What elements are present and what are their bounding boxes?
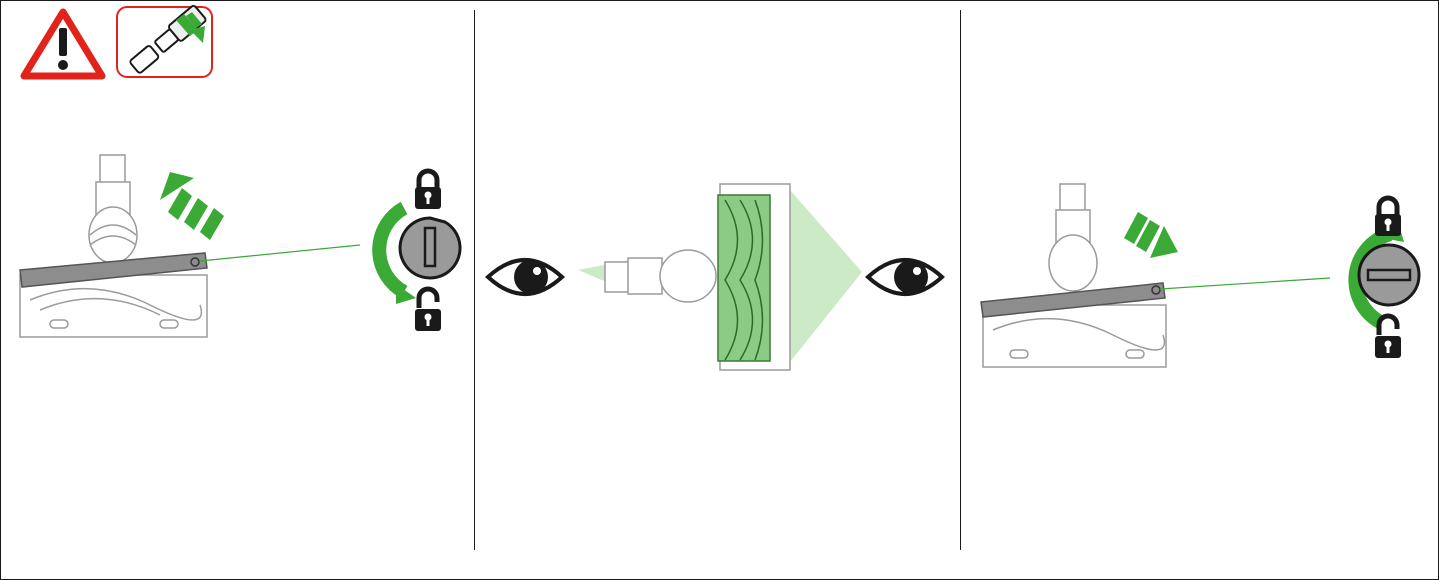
press-down-arrow-icon: [1124, 212, 1178, 258]
cap-slot-horizontal-icon: [1357, 243, 1421, 307]
lock-icon: [1375, 198, 1401, 236]
view-beam-right: [790, 190, 862, 362]
lock-icon: [415, 171, 441, 209]
vacuum-cleaner-head: [19, 154, 208, 338]
cap-slot-vertical-icon: [398, 216, 462, 280]
pointer-line: [199, 244, 361, 262]
eye-icon: [866, 258, 944, 296]
vacuum-cleaner-head: [980, 183, 1167, 368]
lift-arrow-icon: [160, 172, 224, 240]
unplug-tool-icon: [116, 4, 213, 78]
eye-icon: [486, 258, 564, 296]
panel-divider-1: [474, 10, 475, 550]
pointer-line: [1159, 277, 1331, 290]
rotate-arrow-icon: [372, 201, 416, 304]
warning-triangle-icon: [20, 8, 106, 80]
panel-divider-2: [960, 10, 961, 550]
unlock-icon: [1375, 316, 1401, 358]
unlock-icon: [415, 289, 441, 331]
brush-bar-icon: [604, 183, 791, 371]
